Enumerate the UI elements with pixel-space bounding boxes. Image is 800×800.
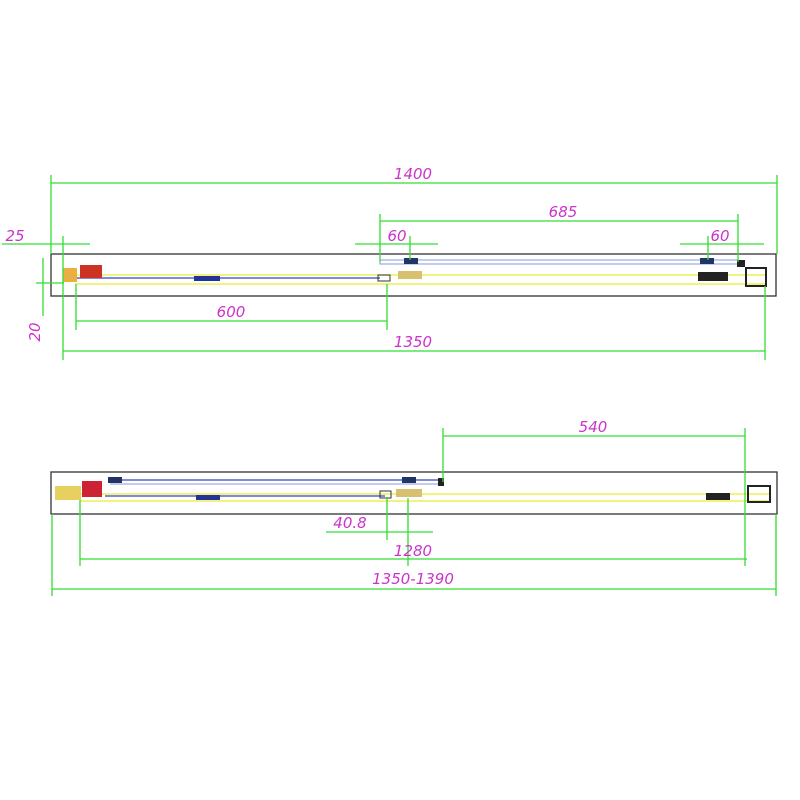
dim-inner: 1280 [394, 542, 432, 560]
end-stop [737, 260, 745, 267]
end-stop [438, 478, 444, 486]
stopper [379, 490, 392, 499]
dim-offset-right: 60 [710, 227, 729, 245]
wall-profile-right [745, 267, 767, 287]
wall-profile-left [55, 486, 81, 500]
handle [196, 495, 220, 500]
roller-bracket [396, 489, 422, 497]
catch [706, 493, 730, 500]
handle [194, 276, 220, 281]
dim-inner: 1350 [394, 333, 432, 351]
wall-profile-left [63, 268, 77, 282]
dim-range: 1350-1390 [372, 570, 454, 588]
bottom-view: 540 40.8 1280 1350-1390 [50, 418, 778, 596]
top-view: 1400 685 60 60 25 20 600 1350 [2, 165, 778, 360]
stopper [377, 274, 391, 282]
dim-opening: 540 [579, 418, 608, 436]
roller-left [108, 477, 122, 483]
dim-overall: 1400 [394, 165, 432, 183]
dim-door-travel: 685 [549, 203, 578, 221]
clamp-left [82, 481, 102, 497]
dim-fixed-panel: 600 [217, 303, 246, 321]
wall-profile-right [747, 485, 771, 503]
bottom-frame [50, 471, 778, 515]
roller-right [700, 258, 714, 264]
roller-right [402, 477, 416, 483]
roller-left [404, 258, 418, 264]
dim-overlap: 40.8 [333, 514, 366, 532]
dim-offset-left: 60 [387, 227, 406, 245]
roller-bracket-left [398, 271, 422, 279]
roller-bracket-right [698, 272, 728, 281]
dim-wall-gap: 25 [5, 227, 24, 245]
top-frame [50, 253, 777, 297]
clamp-left [80, 265, 102, 278]
sliding-glass [379, 259, 739, 265]
dim-depth: 20 [26, 322, 44, 341]
